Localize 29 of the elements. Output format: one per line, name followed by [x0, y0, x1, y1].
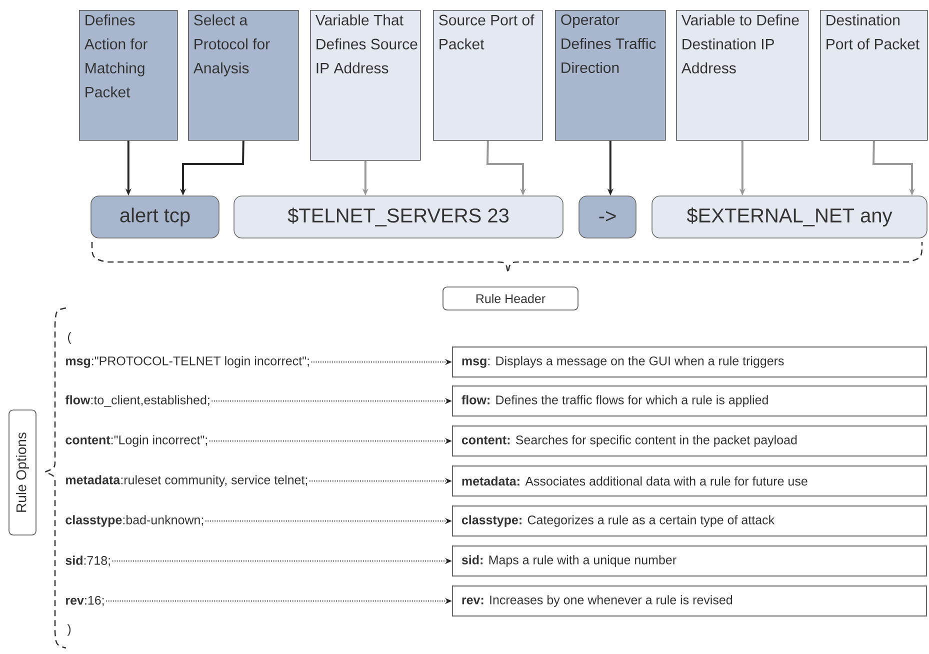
description-box: msg: Displays a message on the GUI when a rule triggers: [452, 346, 927, 378]
label-box: Source Port of Packet: [433, 10, 543, 141]
section-label: Rule Options: [8, 410, 36, 536]
description-box: rev: Increases by one whenever a rule is revised: [452, 586, 927, 616]
rule-option-text: flow:to_client,established;: [65, 395, 210, 407]
label-box: Variable to Define Destination IP Address: [676, 10, 809, 141]
rule-option-text: rev:16;: [66, 596, 104, 606]
rule-field-box: alert tcp: [90, 196, 220, 238]
description-box: metadata: Associates additional data with a rule for future use: [452, 466, 927, 496]
rule-option-text: metadata:ruleset community, service telnet;: [66, 475, 308, 487]
description-box: content: Searches for specific content in the packet payload: [452, 426, 927, 456]
parenthesis: (: [68, 332, 72, 344]
description-box: sid: Maps a rule with a unique number: [452, 546, 927, 576]
rule-option-text: sid:718;: [66, 556, 110, 566]
label-box: Variable That Defines Source IP Address: [310, 10, 421, 161]
label-box: Defines Action for Matching Packet: [79, 10, 178, 141]
rule-field-box: $TELNET_SERVERS 23: [234, 196, 564, 238]
section-label: Rule Header: [442, 286, 578, 310]
description-box: flow: Defines the traffic flows for which a rule is applied: [452, 386, 927, 416]
rule-option-text: msg:"PROTOCOL-TELNET login incorrect";: [66, 356, 309, 368]
label-box: Destination Port of Packet: [820, 10, 928, 141]
rule-option-text: classtype:bad-unknown;: [66, 515, 204, 527]
rule-option-text: content:"Login incorrect";: [66, 435, 207, 447]
parenthesis: ): [67, 624, 71, 636]
rule-field-box: ->: [578, 196, 636, 238]
description-box: classtype: Categorizes a rule as a certain type of attack: [452, 506, 927, 536]
label-box: Select a Protocol for Analysis: [188, 10, 299, 141]
label-box: Operator Defines Traffic Direction: [555, 10, 666, 141]
rule-field-box: $EXTERNAL_NET any: [652, 196, 928, 238]
